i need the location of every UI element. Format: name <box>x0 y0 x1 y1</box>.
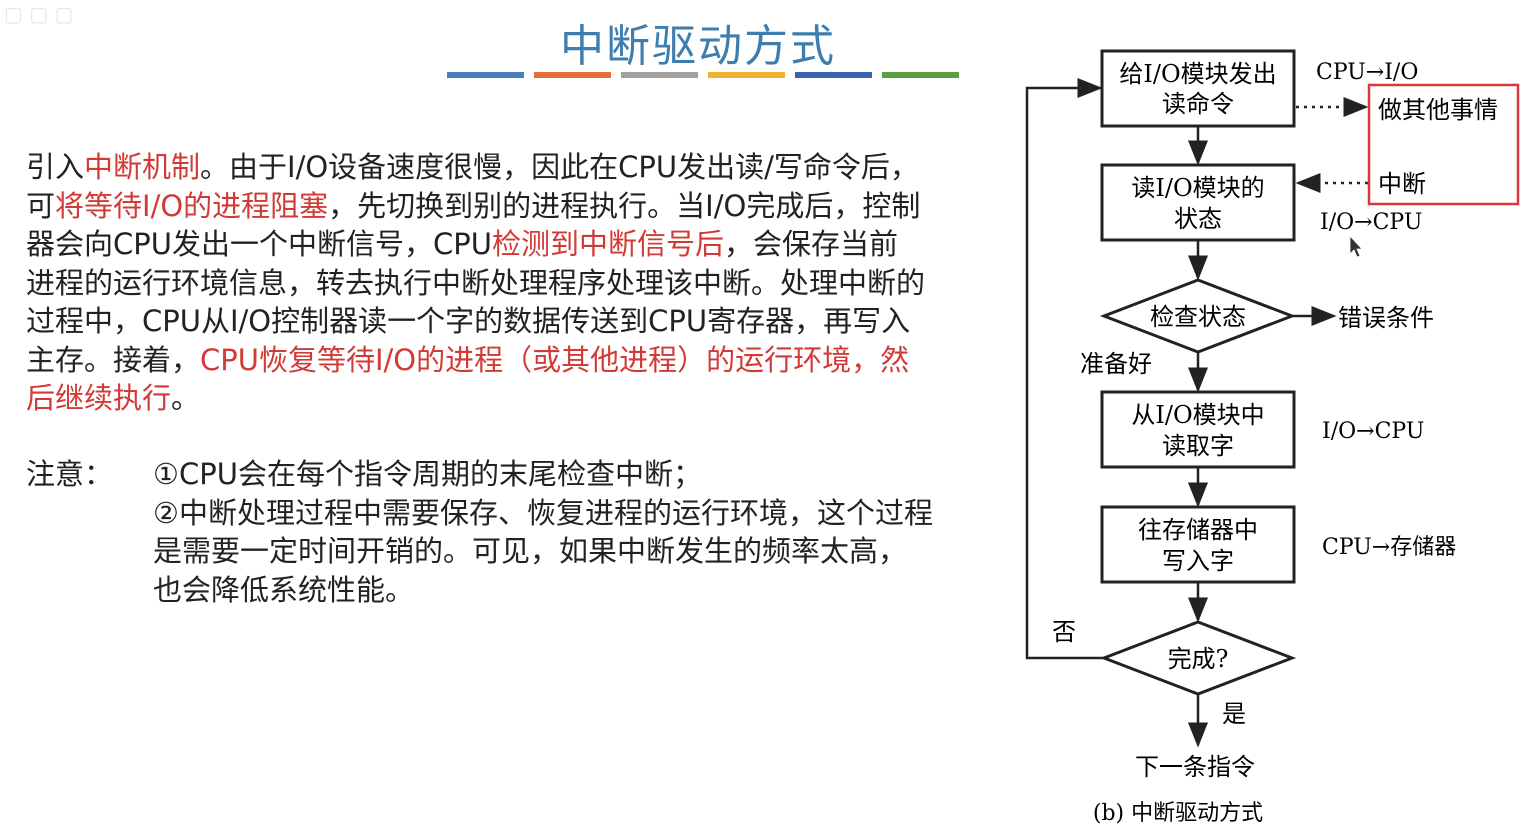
label-cpu-to-memory: CPU→存储器 <box>1322 535 1456 560</box>
flow-box-read-word-line2: 读取字 <box>1162 432 1234 460</box>
label-next-instruction: 下一条指令 <box>1135 753 1255 781</box>
label-ready: 准备好 <box>1080 350 1152 378</box>
label-interrupt: 中断 <box>1378 170 1426 198</box>
label-cpu-to-io: CPU→I/O <box>1316 60 1418 85</box>
title-bar-segment <box>621 72 698 78</box>
label-io-to-cpu-2: I/O→CPU <box>1322 419 1424 444</box>
paragraph-text: 。 <box>171 381 201 415</box>
flow-box-issue-read-line1: 给I/O模块发出 <box>1119 60 1276 88</box>
label-do-other: 做其他事情 <box>1378 96 1498 124</box>
label-error-condition: 错误条件 <box>1338 304 1434 332</box>
note-item-2: ②中断处理过程中需要保存、恢复进程的运行环境，这个过程是需要一定时间开销的。可见… <box>153 495 933 607</box>
paragraph-text: ，会保存当前进程的运行环境信息，转去执行中断处理程序处理该中断。处理中断的过程中… <box>26 227 926 377</box>
title-bar-segment <box>882 72 959 78</box>
label-no: 否 <box>1052 618 1076 646</box>
note-label: 注意： <box>26 457 114 491</box>
mouse-cursor-icon <box>1349 234 1363 258</box>
figure-caption: (b) 中断驱动方式 <box>1093 801 1263 826</box>
label-io-to-cpu-1: I/O→CPU <box>1320 210 1422 235</box>
title-bar-segment <box>795 72 872 78</box>
flow-box-write-memory-line1: 往存储器中 <box>1138 516 1258 544</box>
highlight-text: 中断机制 <box>84 150 201 184</box>
title-bar-segment <box>534 72 611 78</box>
flow-box-issue-read-line2: 读命令 <box>1162 90 1234 118</box>
arrow-loop-back <box>1025 78 1104 660</box>
flow-diamond-check-status-label: 检查状态 <box>1150 303 1246 331</box>
note-item-1: ①CPU会在每个指令周期的末尾检查中断； <box>153 457 702 491</box>
flow-box-read-word-line1: 从I/O模块中 <box>1131 401 1264 429</box>
label-yes: 是 <box>1222 700 1246 728</box>
highlight-frame <box>1367 83 1520 206</box>
flow-box-read-status-line2: 状态 <box>1174 205 1222 233</box>
note-body: ①CPU会在每个指令周期的末尾检查中断； ②中断处理过程中需要保存、恢复进程的运… <box>153 455 933 609</box>
watermark: ▢ ▢ ▢ <box>4 2 74 26</box>
page-title: 中断驱动方式 <box>560 21 836 72</box>
description-paragraph: 引入中断机制。由于I/O设备速度很慢，因此在CPU发出读/写命令后，可将等待I/… <box>26 148 926 418</box>
highlight-text: 检测到中断信号后 <box>491 227 724 261</box>
flow-box-read-status-line1: 读I/O模块的 <box>1131 174 1264 202</box>
title-bar-segment <box>447 72 524 78</box>
highlight-text: 将等待I/O的进程阻塞 <box>55 188 329 223</box>
highlight-text: CPU恢复等待I/O的进程（或其他进程）的运行环境，然后继续执行 <box>26 342 910 416</box>
title-underline <box>447 72 959 78</box>
flow-box-write-memory-line2: 写入字 <box>1162 547 1234 575</box>
title-bar-segment <box>708 72 785 78</box>
flow-diamond-done-label: 完成? <box>1168 645 1229 673</box>
paragraph-text: 。由于I/O设备速度很慢，因此在CPU发出读/写命令后，可 <box>26 150 919 223</box>
paragraph-text: ，先切换到别的进程执行。当I/O完成后，控制器会向CPU发出一个中断信号，CPU <box>26 188 921 262</box>
paragraph-text: 引入 <box>26 150 85 184</box>
